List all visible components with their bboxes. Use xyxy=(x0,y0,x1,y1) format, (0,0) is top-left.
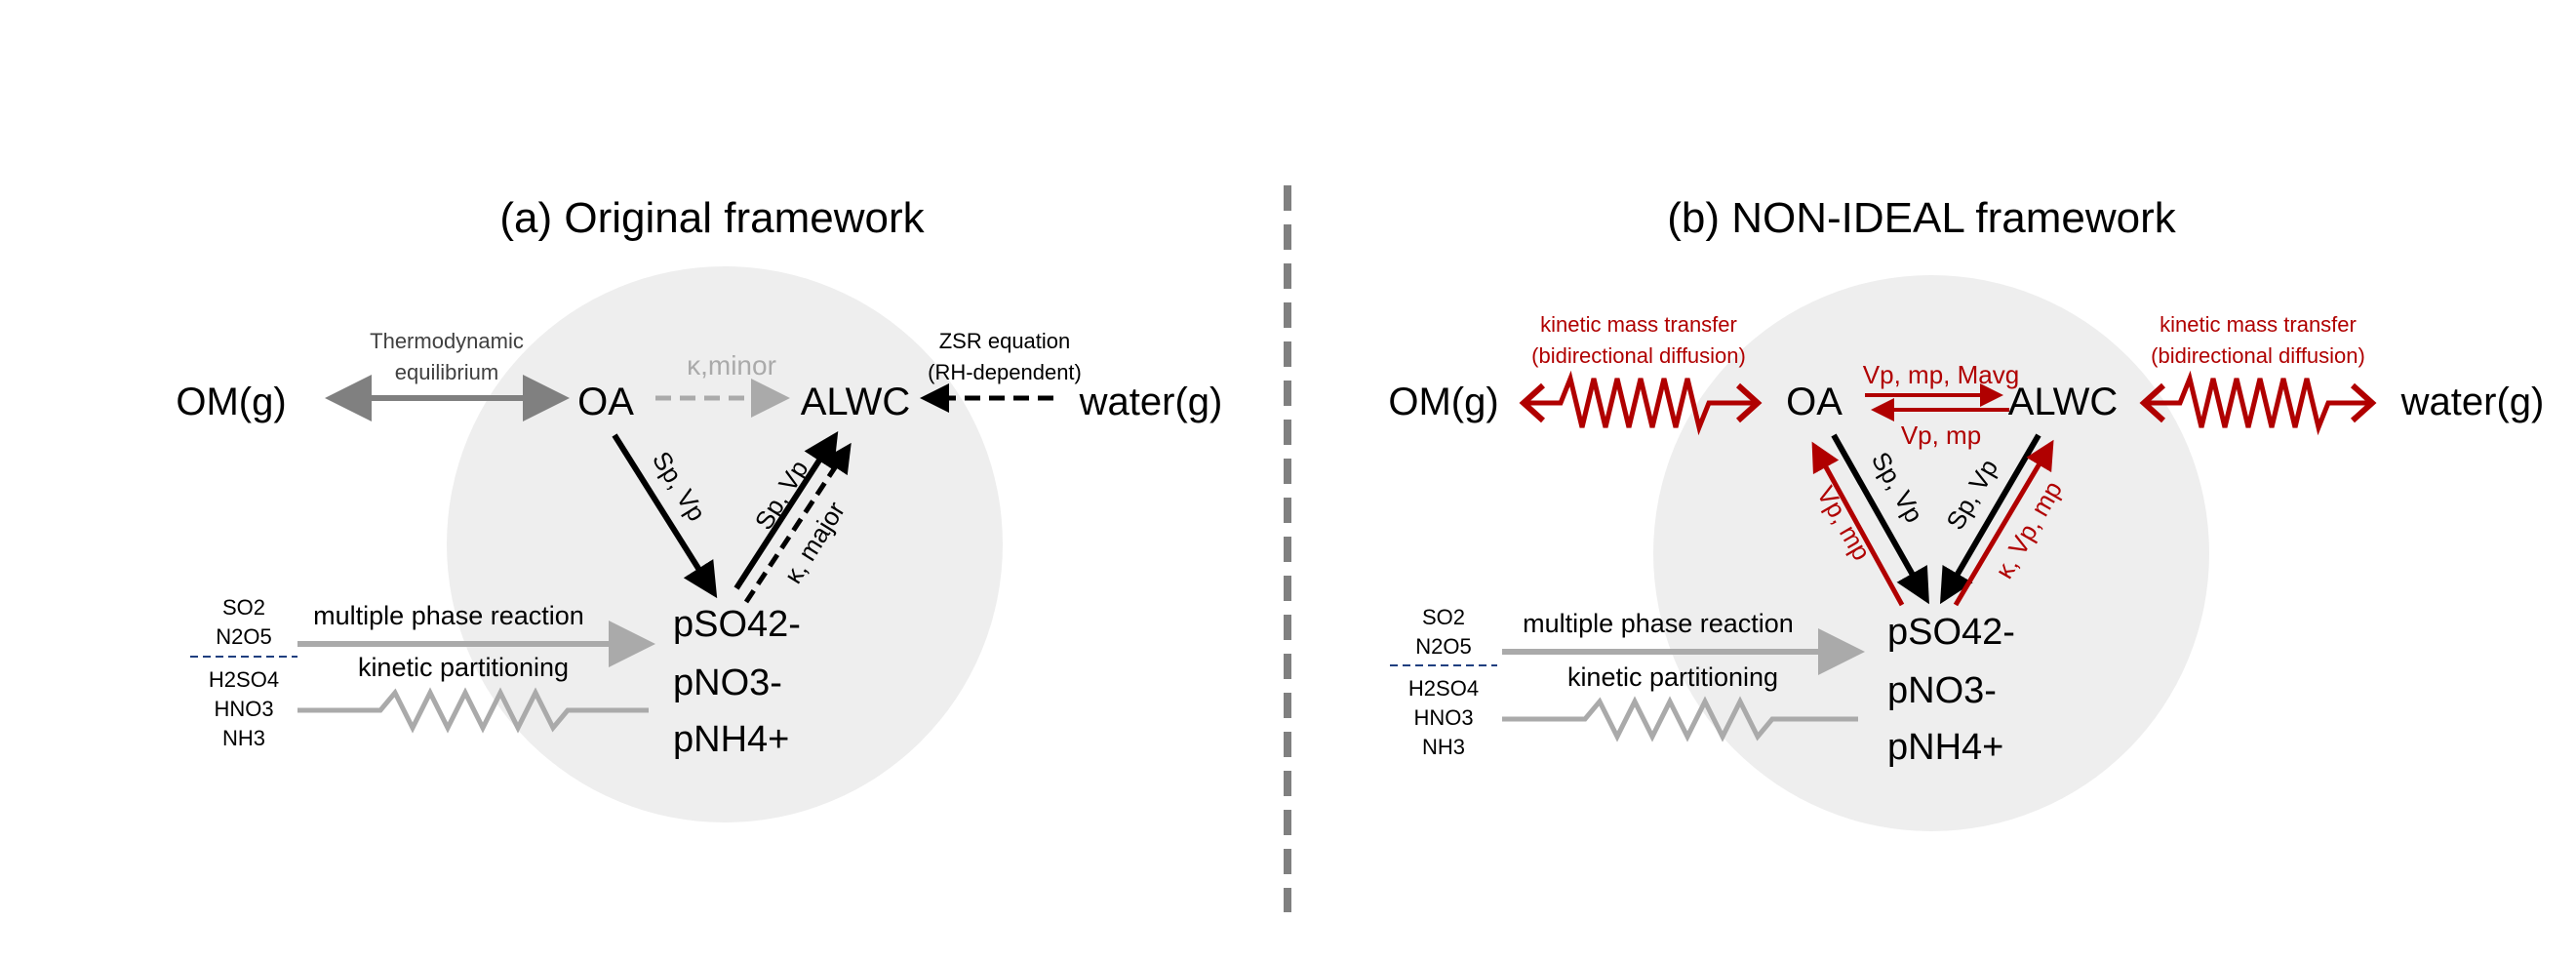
oa-alwc-top-label: Vp, mp, Mavg xyxy=(1863,360,2019,389)
so2-b: SO2 xyxy=(1422,605,1465,629)
thermo-label-1: Thermodynamic xyxy=(370,329,524,353)
particle-circle-a xyxy=(447,266,1003,822)
so2-a: SO2 xyxy=(222,595,265,620)
kinetic-part-label-b: kinetic partitioning xyxy=(1567,662,1778,692)
oa-to-pso4-b xyxy=(1831,433,1929,605)
h2so4-b: H2SO4 xyxy=(1408,676,1479,701)
panel-b-title: (b) NON-IDEAL framework xyxy=(1667,194,2177,242)
nh3-b: NH3 xyxy=(1422,735,1465,759)
pso4-a: pSO42- xyxy=(673,604,801,645)
pso4-to-alwc-red xyxy=(1953,439,2054,607)
alwc-label-b: ALWC xyxy=(2008,381,2119,423)
hno3-a: HNO3 xyxy=(214,697,273,721)
pso4-b: pSO42- xyxy=(1887,612,2015,653)
kinetic-part-label-a: kinetic partitioning xyxy=(358,653,569,682)
kmt-right-head-r xyxy=(2350,382,2377,423)
n2o5-b: N2O5 xyxy=(1415,634,1471,659)
alwc-to-pso4-b xyxy=(1939,433,2041,605)
zsr-label-2: (RH-dependent) xyxy=(928,360,1082,384)
particle-circle-b xyxy=(1653,275,2209,831)
pnh4-a: pNH4+ xyxy=(673,719,789,760)
water-g-label: water(g) xyxy=(1079,381,1223,423)
kinetic-part-zigzag-a xyxy=(297,687,649,734)
multi-phase-label-a: multiple phase reaction xyxy=(313,601,584,630)
pno3-b: pNO3- xyxy=(1887,670,1997,711)
multi-phase-label-b: multiple phase reaction xyxy=(1523,609,1794,638)
kmt-right-1: kinetic mass transfer xyxy=(2160,312,2357,337)
oa-to-pso4-arrow xyxy=(612,433,718,599)
kmt-left-1: kinetic mass transfer xyxy=(1540,312,1737,337)
kappa-minor-label: κ,minor xyxy=(687,350,776,381)
kmt-right-spring xyxy=(2146,370,2370,436)
kmt-left-spring xyxy=(1526,370,1756,436)
alwc-label: ALWC xyxy=(801,381,911,423)
om-g-label: OM(g) xyxy=(176,381,286,423)
pnh4-b: pNH4+ xyxy=(1887,727,2003,768)
zsr-label-1: ZSR equation xyxy=(939,329,1071,353)
n2o5-a: N2O5 xyxy=(216,624,271,649)
kmt-left-head-l xyxy=(1519,382,1546,423)
pso4-to-oa-red xyxy=(1811,441,1905,607)
panel-b: (b) NON-IDEAL framework OM(g) OA ALWC wa… xyxy=(1388,194,2544,831)
nh3-a: NH3 xyxy=(222,726,265,750)
kmt-left-2: (bidirectional diffusion) xyxy=(1531,343,1746,368)
h2so4-a: H2SO4 xyxy=(209,667,279,692)
kappa-major-dashed xyxy=(743,442,852,604)
hno3-b: HNO3 xyxy=(1413,705,1473,730)
oa-label: OA xyxy=(577,381,634,423)
kmt-right-2: (bidirectional diffusion) xyxy=(2151,343,2365,368)
water-g-label-b: water(g) xyxy=(2400,381,2545,423)
oa-alwc-bottom-label: Vp, mp xyxy=(1901,421,1981,450)
pso4-to-alwc-solid xyxy=(733,430,839,590)
thermo-label-2: equilibrium xyxy=(395,360,498,384)
panel-a-title: (a) Original framework xyxy=(499,194,925,242)
kinetic-part-zigzag-b xyxy=(1502,696,1858,742)
pno3-a: pNO3- xyxy=(673,662,782,703)
om-g-label-b: OM(g) xyxy=(1388,381,1498,423)
kmt-left-head-r xyxy=(1735,382,1763,423)
panel-a: (a) Original framework OM(g) OA ALWC wat… xyxy=(176,194,1222,822)
kmt-right-head-l xyxy=(2139,382,2166,423)
oa-label-b: OA xyxy=(1786,381,1843,423)
